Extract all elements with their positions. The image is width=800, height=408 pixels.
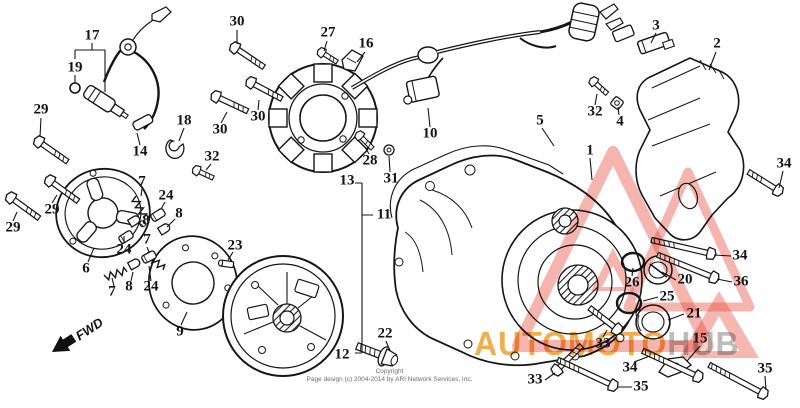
part-label-6: 6 (82, 260, 90, 277)
part-label-30: 30 (250, 108, 266, 125)
part-label-30: 30 (229, 13, 245, 30)
part-label-3: 3 (652, 17, 660, 34)
part-label-34: 34 (622, 359, 638, 376)
copyright-notice: Copyright Page design (c) 2004-2014 by A… (292, 368, 487, 384)
part-label-18: 18 (176, 112, 192, 129)
part-label-11: 11 (376, 206, 392, 223)
part-label-13: 13 (339, 172, 355, 189)
nut-31 (383, 144, 395, 156)
part-label-10: 10 (422, 125, 438, 142)
side-plate (148, 235, 238, 331)
part-label-28: 28 (362, 152, 378, 169)
spark-plug-cap-assembly (69, 6, 185, 160)
part-label-8: 8 (142, 212, 150, 229)
stator-assembly (268, 20, 573, 173)
part-label-33: 33 (595, 335, 611, 352)
part-label-2: 2 (713, 35, 721, 52)
part-label-9: 9 (176, 323, 184, 340)
part-label-35: 35 (633, 378, 649, 395)
gasket-outline (389, 145, 564, 219)
part-label-8: 8 (175, 205, 183, 222)
part-label-4: 4 (616, 113, 624, 130)
part-label-30: 30 (212, 121, 228, 138)
copyright-line1: Copyright (375, 368, 404, 375)
part-label-34: 34 (776, 155, 792, 172)
part-label-12: 12 (334, 346, 350, 363)
part-label-16: 16 (358, 35, 374, 52)
part-label-8: 8 (125, 278, 133, 295)
part-label-20: 20 (677, 271, 693, 288)
part-label-7: 7 (138, 173, 146, 190)
part-label-32: 32 (587, 103, 603, 120)
pulse-generator (403, 57, 444, 105)
dowel-pin (218, 259, 235, 269)
part-label-24: 24 (116, 241, 132, 258)
copyright-line2: Page design (c) 2004-2014 by ARI Network… (306, 376, 473, 383)
part-label-1: 1 (586, 142, 594, 159)
flywheel (222, 255, 344, 377)
part-label-15: 15 (692, 330, 708, 347)
part-label-31: 31 (383, 170, 399, 187)
nut-4 (610, 96, 624, 110)
harness-connectors (568, 2, 676, 55)
part-label-19: 19 (67, 59, 83, 76)
connector-part-3 (636, 31, 676, 55)
part-label-34: 34 (732, 247, 748, 264)
part-label-36: 36 (733, 273, 749, 290)
part-label-27: 27 (320, 24, 336, 41)
part-label-25: 25 (659, 288, 675, 305)
part-label-29: 29 (44, 201, 60, 218)
part-label-32: 32 (204, 148, 220, 165)
part-label-7: 7 (108, 283, 116, 300)
part-label-22: 22 (377, 325, 393, 342)
bracket-16 (341, 49, 364, 72)
part-label-23: 23 (227, 237, 243, 254)
part-label-5: 5 (536, 112, 544, 129)
part-label-17: 17 (84, 27, 100, 44)
part-label-29: 29 (5, 219, 21, 236)
part-label-33: 33 (527, 371, 543, 388)
part-label-35: 35 (757, 360, 773, 377)
part-label-29: 29 (33, 101, 49, 118)
part-label-24: 24 (143, 278, 159, 295)
part-label-26: 26 (624, 274, 640, 291)
part-label-14: 14 (132, 143, 148, 160)
part-label-21: 21 (686, 305, 702, 322)
part-label-7: 7 (143, 231, 151, 248)
part-label-24: 24 (158, 187, 174, 204)
